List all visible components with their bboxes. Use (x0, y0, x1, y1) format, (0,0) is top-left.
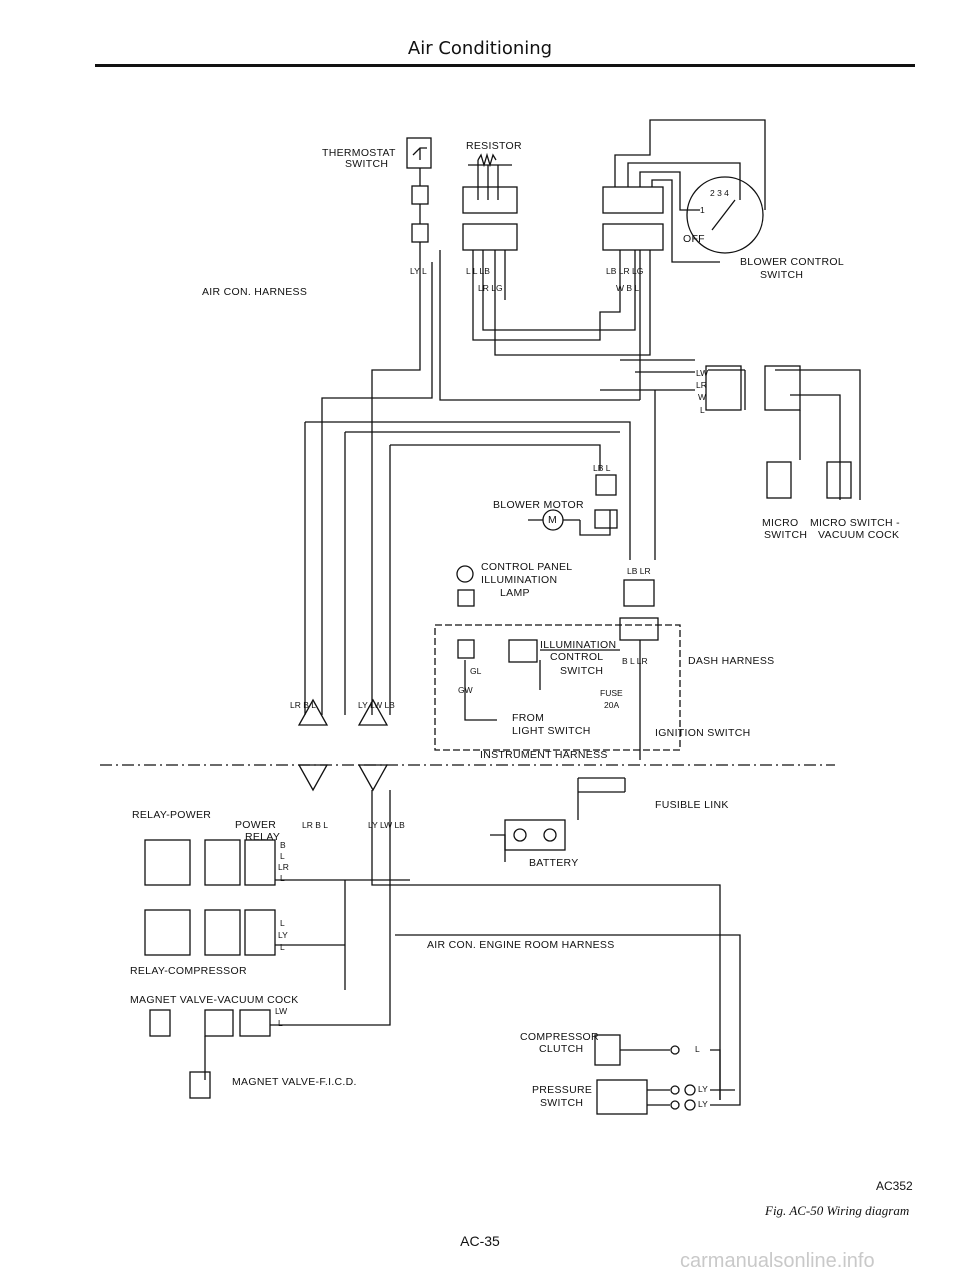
wire-code-rc-ly: LY (278, 930, 288, 940)
micro-switch-label: MICRO (762, 517, 799, 529)
dash-connectors (705, 365, 852, 499)
wire-code-bc1: LB LR LG (606, 266, 644, 276)
wire-code-ps-ly2: LY (698, 1099, 708, 1109)
resistor-label: RESISTOR (466, 140, 522, 152)
wire-code-w: W (698, 392, 707, 402)
micro-vac-label-2: VACUUM COCK (818, 529, 900, 541)
wire-code-resistor: L L LB (466, 266, 490, 276)
thermostat-label-2: SWITCH (345, 158, 389, 170)
dash-harness-label: DASH HARNESS (688, 655, 775, 667)
fuse-rating: 20A (604, 700, 620, 710)
control-panel-label: CONTROL PANEL (481, 561, 573, 573)
wire-code-r-l: L (280, 851, 285, 861)
compressor-pressure (594, 1034, 741, 1115)
compressor-label-2: CLUTCH (539, 1043, 584, 1055)
instrument-harness-box (434, 565, 681, 760)
wire-code-mv-l: L (278, 1018, 283, 1028)
battery-label: BATTERY (529, 857, 579, 869)
wire-code-comp-l: L (695, 1044, 700, 1054)
relays (144, 790, 741, 1100)
compressor-label: COMPRESSOR (520, 1031, 599, 1043)
wire-code-b-l-lr: B L LR (622, 656, 648, 666)
blower-control-connectors (602, 119, 766, 263)
instrument-harness-label: INSTRUMENT HARNESS (480, 749, 608, 761)
header-rule (95, 64, 915, 67)
wire-code-conn-left: LR B L (290, 700, 316, 710)
air-con-harness-label: AIR CON. HARNESS (202, 286, 308, 298)
control-panel-label-2: ILLUMINATION (481, 574, 558, 586)
thermostat-switch-symbol (406, 137, 432, 262)
wire-code-r-l2: L (280, 873, 285, 883)
wire-code-bc2: W B L (616, 283, 640, 293)
illum-ctrl-label-3: SWITCH (560, 665, 604, 677)
wire-code-motor: LB L (593, 463, 611, 473)
power-relay-label: POWER (235, 819, 277, 831)
wire-code-mv-lw: LW (275, 1006, 288, 1016)
wire-code-resistor-2: LR LG (478, 283, 503, 293)
micro-vac-label: MICRO SWITCH - (810, 517, 900, 529)
figure-code: AC352 (876, 1179, 913, 1193)
wire-code-thermo: LY L (410, 266, 427, 276)
blower-motor-label: BLOWER MOTOR (493, 499, 584, 511)
from-light-switch-label: LIGHT SWITCH (512, 725, 591, 737)
wire-code-r-lr: LR (278, 862, 289, 872)
round-connectors (297, 698, 389, 792)
wire-code-pr: LR B L (302, 820, 328, 830)
resistor-symbol (462, 152, 518, 330)
wire-code-lw: LW (696, 368, 709, 378)
pressure-label-2: SWITCH (540, 1097, 584, 1109)
from-label: FROM (512, 712, 545, 724)
wire-code-lb-lr: LB LR (627, 566, 651, 576)
fuse-label: FUSE (600, 688, 623, 698)
fusible-link-label: FUSIBLE LINK (655, 799, 729, 811)
blower-motor-symbol (528, 474, 618, 536)
harness-wires (304, 250, 861, 715)
dial-position-1: 1 (700, 205, 705, 215)
off-label: OFF (683, 233, 705, 245)
illum-ctrl-label-2: CONTROL (550, 651, 604, 663)
wire-code-lr: LR (696, 380, 707, 390)
pressure-label: PRESSURE (532, 1084, 593, 1096)
ignition-switch-label: IGNITION SWITCH (655, 727, 751, 739)
wire-code-l: L (700, 405, 705, 415)
wire-code-pr-2: LY LW LB (368, 820, 405, 830)
control-panel-label-3: LAMP (500, 587, 530, 599)
wire-code-rc-l: L (280, 918, 285, 928)
magnet-valves (149, 1009, 271, 1099)
engine-room-harness-label: AIR CON. ENGINE ROOM HARNESS (427, 939, 615, 951)
thermostat-label: THERMOSTAT (322, 147, 396, 159)
magnet-valve-ficd-label: MAGNET VALVE-F.I.C.D. (232, 1076, 357, 1088)
illum-ctrl-label: ILLUMINATION (540, 639, 617, 651)
wire-code-gl: GL (470, 666, 482, 676)
wire-code-conn-right: LY LW LB (358, 700, 395, 710)
figure-caption: Fig. AC-50 Wiring diagram (765, 1203, 910, 1218)
dial-positions: 2 3 4 (710, 188, 729, 198)
wire-code-rc-l2: L (280, 942, 285, 952)
page-number: AC-35 (460, 1233, 500, 1249)
wire-code-r-b: B (280, 840, 286, 850)
motor-symbol: M (548, 514, 558, 526)
blower-control-label-2: SWITCH (760, 269, 804, 281)
page-title: Air Conditioning (407, 38, 553, 59)
battery-fusible-link (490, 777, 626, 862)
relay-power-label: RELAY-POWER (132, 809, 212, 821)
relay-compressor-label: RELAY-COMPRESSOR (130, 965, 247, 977)
power-relay-label-2: RELAY (245, 831, 281, 843)
watermark-text: carmanualsonline.info (680, 1250, 875, 1272)
blower-control-label: BLOWER CONTROL (740, 256, 844, 268)
wire-code-ps-ly1: LY (698, 1084, 708, 1094)
micro-switch-label-2: SWITCH (764, 529, 808, 541)
wire-code-gw: GW (458, 685, 473, 695)
magnet-valve-vc-label: MAGNET VALVE-VACUUM COCK (130, 994, 299, 1006)
